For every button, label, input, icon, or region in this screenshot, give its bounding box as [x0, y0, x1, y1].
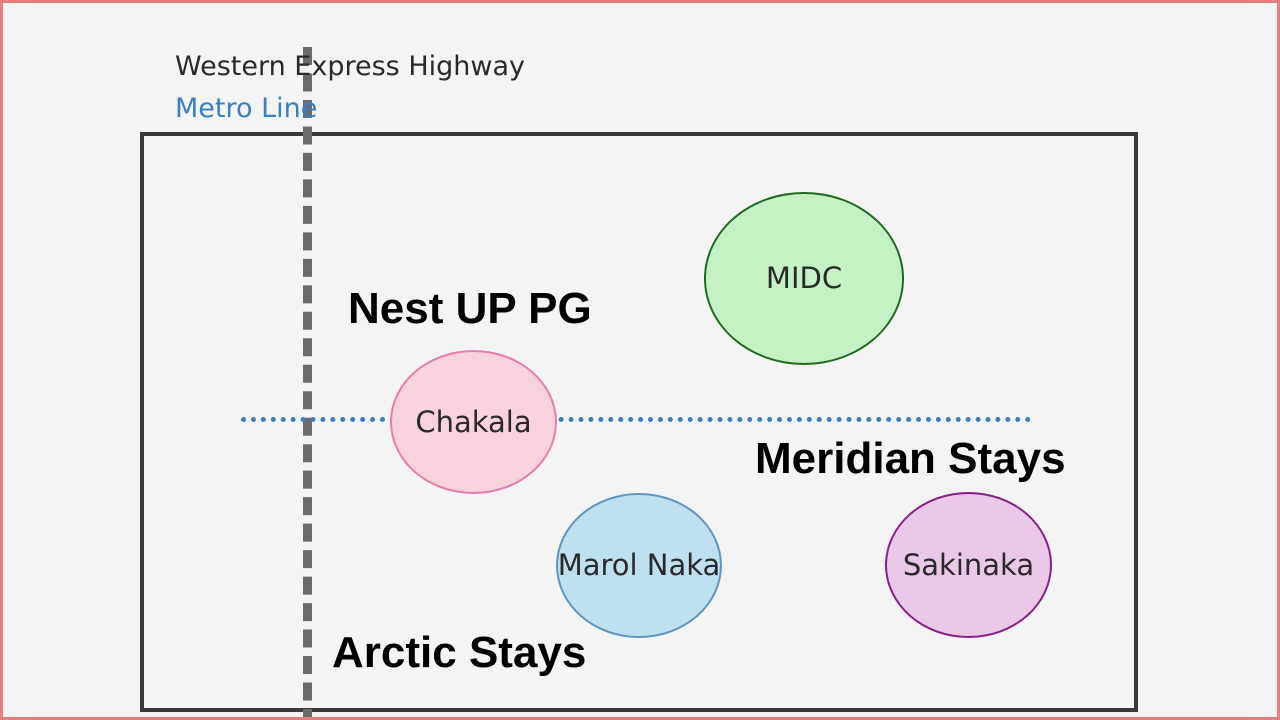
zone-midc[interactable]: MIDC — [704, 192, 904, 365]
western-express-highway-line — [303, 47, 312, 717]
zone-marol-naka[interactable]: Marol Naka — [556, 493, 722, 638]
stay-nest-up-pg-label[interactable]: Nest UP PG — [348, 284, 592, 333]
legend-highway-label: Western Express Highway — [175, 51, 525, 82]
metro-line-route — [241, 417, 1031, 422]
zone-sakinaka[interactable]: Sakinaka — [885, 492, 1052, 638]
legend-metro-label: Metro Line — [175, 93, 318, 124]
zone-chakala[interactable]: Chakala — [390, 350, 557, 494]
stay-meridian-stays-label[interactable]: Meridian Stays — [755, 434, 1066, 483]
zone-chakala-label: Chakala — [415, 404, 532, 439]
zone-sakinaka-label: Sakinaka — [902, 547, 1035, 582]
stay-arctic-stays-label[interactable]: Arctic Stays — [332, 628, 587, 677]
zone-midc-label: MIDC — [765, 261, 843, 295]
map-area-frame — [140, 132, 1138, 712]
zone-marol-naka-label: Marol Naka — [557, 548, 721, 582]
